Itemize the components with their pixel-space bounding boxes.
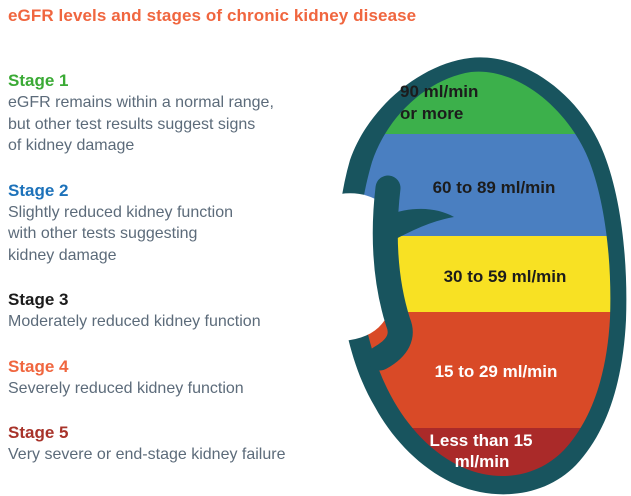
egfr-band-3-label: 30 to 59 ml/min [444, 267, 567, 286]
stage-item-1: Stage 1 eGFR remains within a normal ran… [8, 70, 338, 157]
stage-3-label: Stage 3 [8, 290, 69, 309]
stage-1-label: Stage 1 [8, 71, 69, 90]
stage-item-2: Stage 2 Slightly reduced kidney function… [8, 180, 338, 267]
renal-vessel-trunk [367, 175, 413, 371]
stage-4-description: Severely reduced kidney function [8, 379, 244, 397]
stage-item-3: Stage 3 Moderately reduced kidney functi… [8, 289, 338, 333]
stage-3-description: Moderately reduced kidney function [8, 313, 261, 330]
stage-4-label: Stage 4 [8, 356, 69, 376]
egfr-band-4-label: 15 to 29 ml/min [435, 362, 558, 381]
egfr-band-1-label-line1: 90 ml/min [400, 82, 478, 101]
egfr-band-1-label-line2: or more [400, 104, 463, 123]
renal-vessel-branch [386, 208, 454, 241]
infographic-title: eGFR levels and stages of chronic kidney… [8, 6, 417, 25]
kidney-diagram: 90 ml/min or more 60 to 89 ml/min 30 to … [330, 50, 631, 496]
stage-5-label: Stage 5 [8, 423, 69, 442]
egfr-band-5-label-line2: ml/min [455, 452, 510, 471]
stage-5-description: Very severe or end-stage kidney failure [8, 446, 286, 463]
egfr-band-5-label-line1: Less than 15 [430, 431, 533, 450]
stage-2-label: Stage 2 [8, 180, 69, 200]
stage-2-description: Slightly reduced kidney function with ot… [8, 203, 234, 264]
stage-1-description: eGFR remains within a normal range, but … [8, 94, 274, 154]
stage-item-5: Stage 5 Very severe or end-stage kidney … [8, 422, 338, 466]
stage-list: Stage 1 eGFR remains within a normal ran… [8, 70, 338, 466]
egfr-band-2-label: 60 to 89 ml/min [433, 178, 556, 197]
stage-item-4: Stage 4 Severely reduced kidney function [8, 356, 338, 400]
